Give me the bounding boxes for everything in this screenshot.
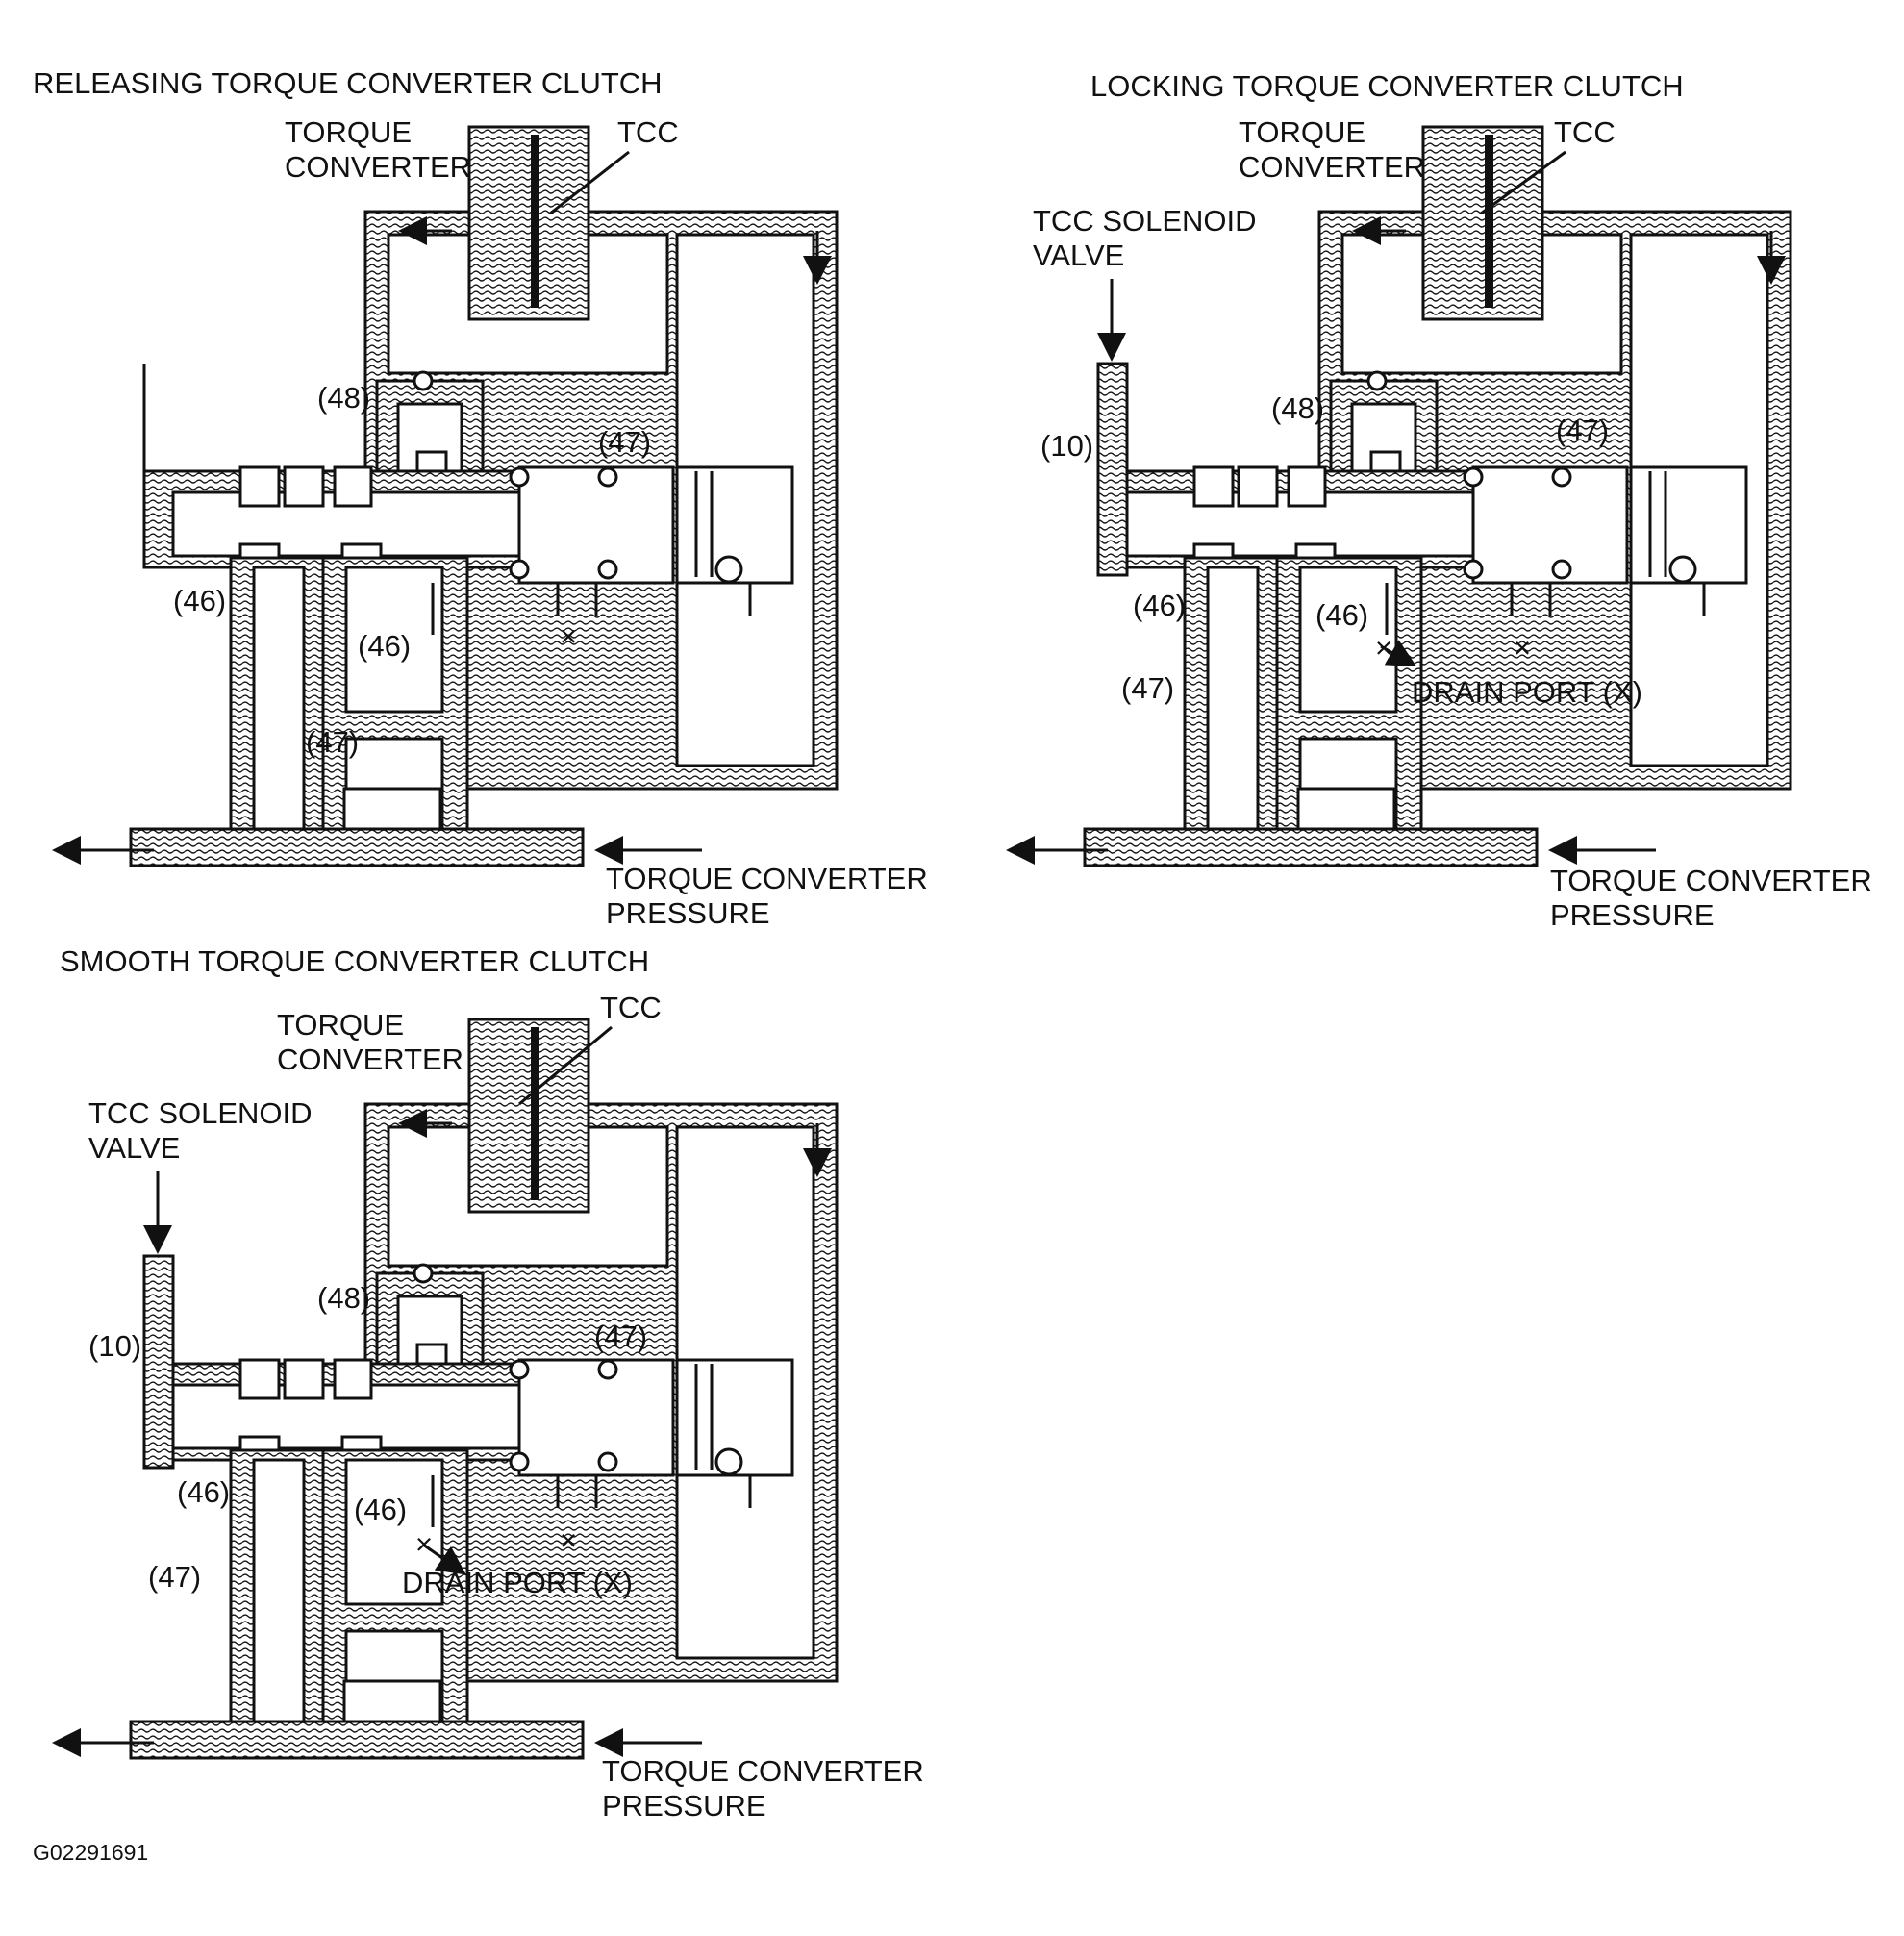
tcc-label: TCC xyxy=(600,991,662,1024)
tcc-label: TCC xyxy=(1554,115,1616,149)
drain-x-icon: × xyxy=(560,619,577,653)
pressure-line2: PRESSURE xyxy=(606,896,770,930)
passage-46-mid-label: (46) xyxy=(1315,598,1368,632)
tcc-leader-line xyxy=(518,1025,613,1106)
panel-releasing: RELEASING TORQUE CONVERTER CLUTCH TORQUE… xyxy=(33,66,928,930)
passage-48-label: (48) xyxy=(317,381,370,415)
drain-port-label: DRAIN PORT (X) xyxy=(402,1566,633,1599)
panel-title: LOCKING TORQUE CONVERTER CLUTCH xyxy=(1090,69,1684,103)
torque-converter-line2: CONVERTER xyxy=(285,150,471,184)
torque-converter-line1: TORQUE xyxy=(1239,115,1365,149)
passage-10-label: (10) xyxy=(1040,429,1093,463)
solenoid-passage-10 xyxy=(142,1254,175,1470)
passage-48-label: (48) xyxy=(317,1281,370,1315)
drain-arrow-icon xyxy=(1380,640,1417,666)
pressure-line1: TORQUE CONVERTER xyxy=(1550,864,1872,897)
passage-46-left-label: (46) xyxy=(177,1475,230,1509)
drain-port-label: DRAIN PORT (X) xyxy=(1412,675,1642,709)
passage-47-low-label: (47) xyxy=(1121,671,1174,705)
passage-46-left-label: (46) xyxy=(1133,589,1186,622)
solenoid-passage-10 xyxy=(1096,362,1129,577)
figure-id: G02291691 xyxy=(33,1840,148,1865)
torque-converter-line1: TORQUE xyxy=(285,115,412,149)
pressure-line2: PRESSURE xyxy=(602,1789,766,1823)
passage-46-mid-label: (46) xyxy=(354,1493,407,1526)
passage-47-top-label: (47) xyxy=(598,425,651,459)
passage-47-low-label: (47) xyxy=(306,725,359,759)
drain-arrow-icon xyxy=(422,1543,466,1575)
torque-converter-line2: CONVERTER xyxy=(277,1043,463,1076)
drain-x-icon: × xyxy=(1514,631,1531,665)
drain-x-icon: × xyxy=(560,1523,577,1557)
solenoid-line2: VALVE xyxy=(1033,239,1124,272)
passage-47-top-label: (47) xyxy=(1556,414,1609,447)
passage-47-top-label: (47) xyxy=(594,1320,647,1353)
pressure-line1: TORQUE CONVERTER xyxy=(606,862,928,895)
panel-title: RELEASING TORQUE CONVERTER CLUTCH xyxy=(33,66,663,100)
solenoid-line2: VALVE xyxy=(88,1131,180,1165)
pressure-line1: TORQUE CONVERTER xyxy=(602,1754,924,1788)
releasing-hydraulic-circuit xyxy=(58,127,837,866)
passage-47-low-label: (47) xyxy=(148,1560,201,1594)
pressure-line2: PRESSURE xyxy=(1550,898,1715,932)
solenoid-line1: TCC SOLENOID xyxy=(1033,204,1257,238)
passage-48-label: (48) xyxy=(1271,391,1324,425)
solenoid-line1: TCC SOLENOID xyxy=(88,1096,313,1130)
passage-46-left-label: (46) xyxy=(173,584,226,617)
torque-converter-line1: TORQUE xyxy=(277,1008,404,1042)
torque-converter-line2: CONVERTER xyxy=(1239,150,1425,184)
panel-title: SMOOTH TORQUE CONVERTER CLUTCH xyxy=(60,944,649,978)
tcc-leader-line xyxy=(1480,150,1566,215)
tcc-leader-line xyxy=(549,150,630,215)
tcc-label: TCC xyxy=(617,115,679,149)
passage-46-mid-label: (46) xyxy=(358,629,411,663)
passage-10-label: (10) xyxy=(88,1329,141,1363)
